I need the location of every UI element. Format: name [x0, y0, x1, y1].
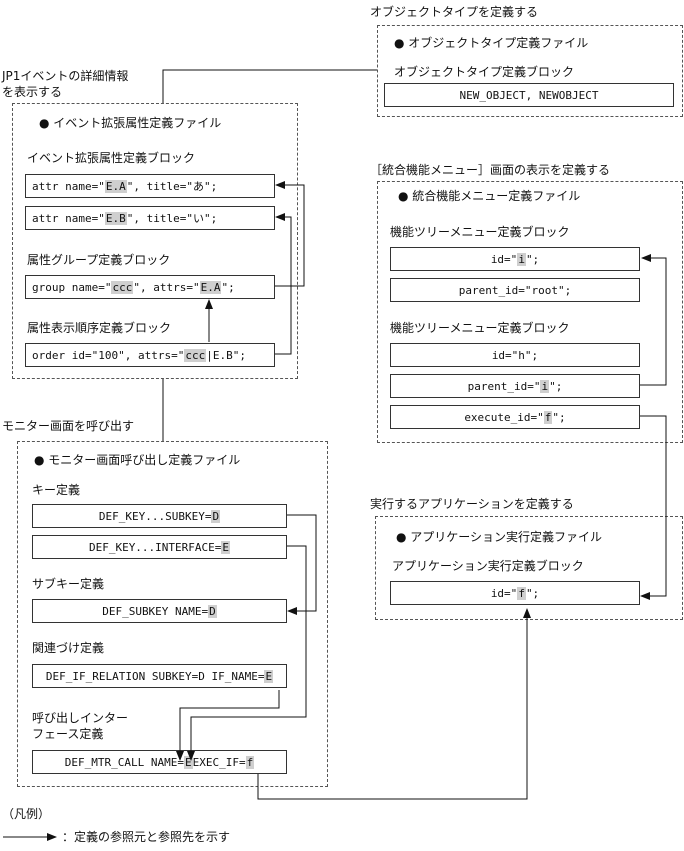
text: ";: [525, 252, 540, 266]
event-attr-caption-1: JP1イベントの詳細情報: [2, 69, 129, 83]
menu-block2-label: 機能ツリーメニュー定義ブロック: [390, 321, 570, 335]
text: order id="100", attrs=": [32, 348, 185, 362]
text: ", attrs=": [133, 280, 200, 294]
object-type-file-title: ● オブジェクトタイプ定義ファイル: [394, 36, 589, 50]
highlight: D: [208, 604, 217, 618]
arrow-execute-to-app: [640, 415, 667, 600]
text: parent_id=": [467, 379, 541, 393]
text: group name=": [32, 280, 112, 294]
highlight: i: [517, 252, 526, 266]
highlight: f: [245, 755, 255, 769]
text: execute_id=": [464, 410, 544, 424]
legend-title: （凡例）: [2, 807, 51, 821]
monitor-subkey-label: サブキー定義: [32, 577, 105, 591]
event-attr-row-3: group name="ccc", attrs="E.A";: [25, 275, 275, 299]
highlight: E.A: [199, 280, 222, 294]
highlight: E: [264, 669, 274, 683]
highlight: ccc: [184, 348, 207, 362]
event-attr-caption-2: を表示する: [2, 85, 63, 99]
monitor-caption: モニター画面を呼び出す: [2, 419, 135, 433]
app-file-title: ● アプリケーション実行定義ファイル: [396, 530, 603, 544]
monitor-file-title: ● モニター画面呼び出し定義ファイル: [34, 453, 241, 467]
link-event-to-object: [162, 69, 377, 103]
highlight: E: [221, 540, 231, 554]
monitor-key-2: DEF_KEY...INTERFACE=E: [32, 535, 287, 559]
highlight: f: [543, 410, 553, 424]
menu-file-title: ● 統合機能メニュー定義ファイル: [398, 189, 581, 203]
monitor-key-label: キー定義: [32, 483, 81, 497]
text: ", title="い";: [126, 212, 218, 225]
legend-text: ：定義の参照元と参照先を示す: [62, 830, 231, 844]
text: ";: [549, 379, 563, 393]
text: ";: [221, 280, 235, 294]
app-block-label: アプリケーション実行定義ブロック: [392, 559, 584, 573]
monitor-subkey: DEF_SUBKEY NAME=D: [32, 599, 287, 623]
monitor-relation: DEF_IF_RELATION SUBKEY=D IF_NAME=E: [32, 664, 287, 688]
arrow-key2-to-call: [187, 545, 307, 761]
object-type-value-box: NEW_OBJECT, NEWOBJECT: [384, 83, 674, 107]
text: DEF_IF_RELATION SUBKEY=D IF_NAME=: [45, 669, 265, 683]
menu-row-2: parent_id="root";: [390, 278, 640, 302]
menu-row-1: id="i";: [390, 247, 640, 271]
text: attr name=": [32, 179, 105, 193]
menu-row-5: execute_id="f";: [390, 405, 640, 429]
text: id=": [490, 252, 518, 266]
text: DEF_KEY...SUBKEY=: [98, 509, 212, 523]
monitor-relation-label: 関連づけ定義: [32, 641, 105, 655]
monitor-call-label-2: フェース定義: [32, 727, 104, 741]
arrow-call-to-app: [257, 608, 531, 800]
highlight: E.A: [104, 179, 127, 193]
event-attr-block3-label: 属性表示順序定義ブロック: [27, 321, 172, 335]
highlight: D: [211, 509, 221, 523]
highlight: i: [540, 379, 550, 393]
app-row: id="f";: [390, 581, 640, 605]
text: ";: [525, 586, 540, 600]
text: EXEC_IF=: [192, 755, 246, 769]
text: attr name=": [32, 211, 105, 225]
arrow-key1-to-subkey: [287, 514, 317, 615]
object-type-section: ● オブジェクトタイプ定義ファイル オブジェクトタイプ定義ブロック NEW_OB…: [377, 25, 683, 117]
event-attr-section: ● イベント拡張属性定義ファイル イベント拡張属性定義ブロック attr nam…: [12, 103, 298, 379]
object-type-block-label: オブジェクトタイプ定義ブロック: [394, 65, 575, 79]
highlight: f: [517, 586, 526, 600]
arrow-parent-to-id: [640, 254, 667, 386]
text: DEF_SUBKEY NAME=: [102, 604, 209, 618]
app-section: ● アプリケーション実行定義ファイル アプリケーション実行定義ブロック id="…: [375, 516, 683, 620]
menu-row-3: id="h";: [390, 343, 640, 367]
text: |E.B";: [206, 348, 246, 362]
event-attr-row-4: order id="100", attrs="ccc|E.B";: [25, 343, 275, 367]
menu-block1-label: 機能ツリーメニュー定義ブロック: [390, 225, 570, 239]
menu-section: ● 統合機能メニュー定義ファイル 機能ツリーメニュー定義ブロック id="i";…: [377, 181, 683, 443]
monitor-call-label-1: 呼び出しインター: [32, 711, 129, 725]
menu-caption: ［統合機能メニュー］画面の表示を定義する: [370, 163, 611, 177]
menu-row-4: parent_id="i";: [390, 374, 640, 398]
monitor-call: DEF_MTR_CALL NAME=E EXEC_IF=f: [32, 750, 287, 774]
event-attr-row-2: attr name="E.B", title="い";: [25, 206, 275, 230]
app-caption: 実行するアプリケーションを定義する: [370, 497, 574, 511]
event-attr-block2-label: 属性グループ定義ブロック: [27, 253, 171, 267]
event-attr-file-title: ● イベント拡張属性定義ファイル: [39, 116, 222, 130]
arrow-relation-to-call: [176, 690, 280, 761]
object-type-caption: オブジェクトタイプを定義する: [370, 5, 539, 19]
text: DEF_KEY...INTERFACE=: [88, 540, 222, 554]
text: ", title="あ";: [126, 180, 218, 193]
arrow-row4-to-row2: [275, 213, 292, 355]
highlight: E: [183, 755, 193, 769]
monitor-section: ● モニター画面呼び出し定義ファイル キー定義 DEF_KEY...SUBKEY…: [17, 441, 328, 787]
text: id=": [490, 586, 518, 600]
event-attr-row-1: attr name="E.A", title="あ";: [25, 174, 275, 198]
text: ";: [552, 410, 566, 424]
arrow-row3-to-row1: [275, 181, 305, 287]
event-attr-block1-label: イベント拡張属性定義ブロック: [27, 151, 196, 165]
highlight: ccc: [111, 280, 134, 294]
monitor-key-1: DEF_KEY...SUBKEY=D: [32, 504, 287, 528]
highlight: E.B: [104, 211, 127, 225]
text: DEF_MTR_CALL NAME=: [64, 755, 184, 769]
